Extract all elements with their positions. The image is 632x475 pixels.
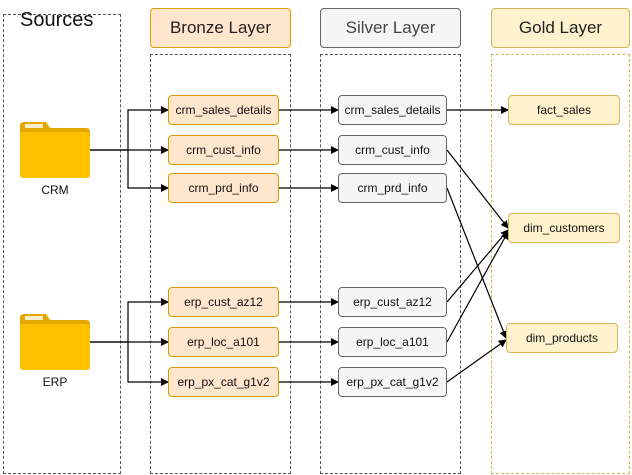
bronze-table-crm-cust-info: crm_cust_info bbox=[168, 135, 279, 165]
bronze-table-erp-px-cat-g1v2: erp_px_cat_g1v2 bbox=[168, 367, 279, 397]
gold-table-dim-customers: dim_customers bbox=[508, 213, 620, 243]
bronze-column bbox=[150, 54, 291, 474]
bronze-table-crm-sales-details: crm_sales_details bbox=[168, 95, 279, 125]
silver-column bbox=[320, 54, 461, 474]
erp-folder-icon bbox=[20, 314, 90, 370]
gold-table-fact-sales: fact_sales bbox=[508, 95, 620, 125]
silver-layer-header: Silver Layer bbox=[320, 8, 461, 48]
edge-erp-to-erp-px-cat-g1v2 bbox=[127, 342, 169, 386]
silver-table-erp-cust-az12: erp_cust_az12 bbox=[338, 287, 447, 317]
bronze-table-crm-prd-info: crm_prd_info bbox=[168, 173, 279, 203]
silver-table-crm-sales-details: crm_sales_details bbox=[338, 95, 447, 125]
gold-layer-header: Gold Layer bbox=[491, 8, 630, 48]
bronze-table-erp-loc-a101: erp_loc_a101 bbox=[168, 327, 279, 357]
edge-px-cat-to-dim-products bbox=[446, 339, 507, 383]
edge-crm-to-crm-prd-info bbox=[127, 150, 169, 192]
gold-column bbox=[491, 54, 630, 474]
erp-label: ERP bbox=[42, 375, 68, 389]
bronze-table-erp-cust-az12: erp_cust_az12 bbox=[168, 287, 279, 317]
silver-table-erp-px-cat-g1v2: erp_px_cat_g1v2 bbox=[338, 367, 447, 397]
sources-title: Sources bbox=[20, 9, 94, 31]
silver-table-crm-cust-info: crm_cust_info bbox=[338, 135, 447, 165]
edge-cust-az12-to-dim-customers bbox=[446, 229, 509, 303]
crm-folder-icon bbox=[20, 122, 90, 178]
edge-erp-to-erp-cust-az12 bbox=[90, 298, 169, 343]
edge-crm-to-crm-sales-details bbox=[90, 106, 169, 151]
silver-table-crm-prd-info: crm_prd_info bbox=[338, 173, 447, 203]
edge-prd-info-to-dim-products bbox=[446, 187, 508, 339]
edge-cust-info-to-dim-customers bbox=[446, 149, 509, 229]
sources-column bbox=[3, 14, 121, 474]
crm-label: CRM bbox=[41, 183, 69, 197]
edge-loc-a101-to-dim-customers bbox=[446, 231, 509, 343]
silver-table-erp-loc-a101: erp_loc_a101 bbox=[338, 327, 447, 357]
bronze-layer-header: Bronze Layer bbox=[150, 8, 291, 48]
gold-table-dim-products: dim_products bbox=[506, 323, 618, 353]
